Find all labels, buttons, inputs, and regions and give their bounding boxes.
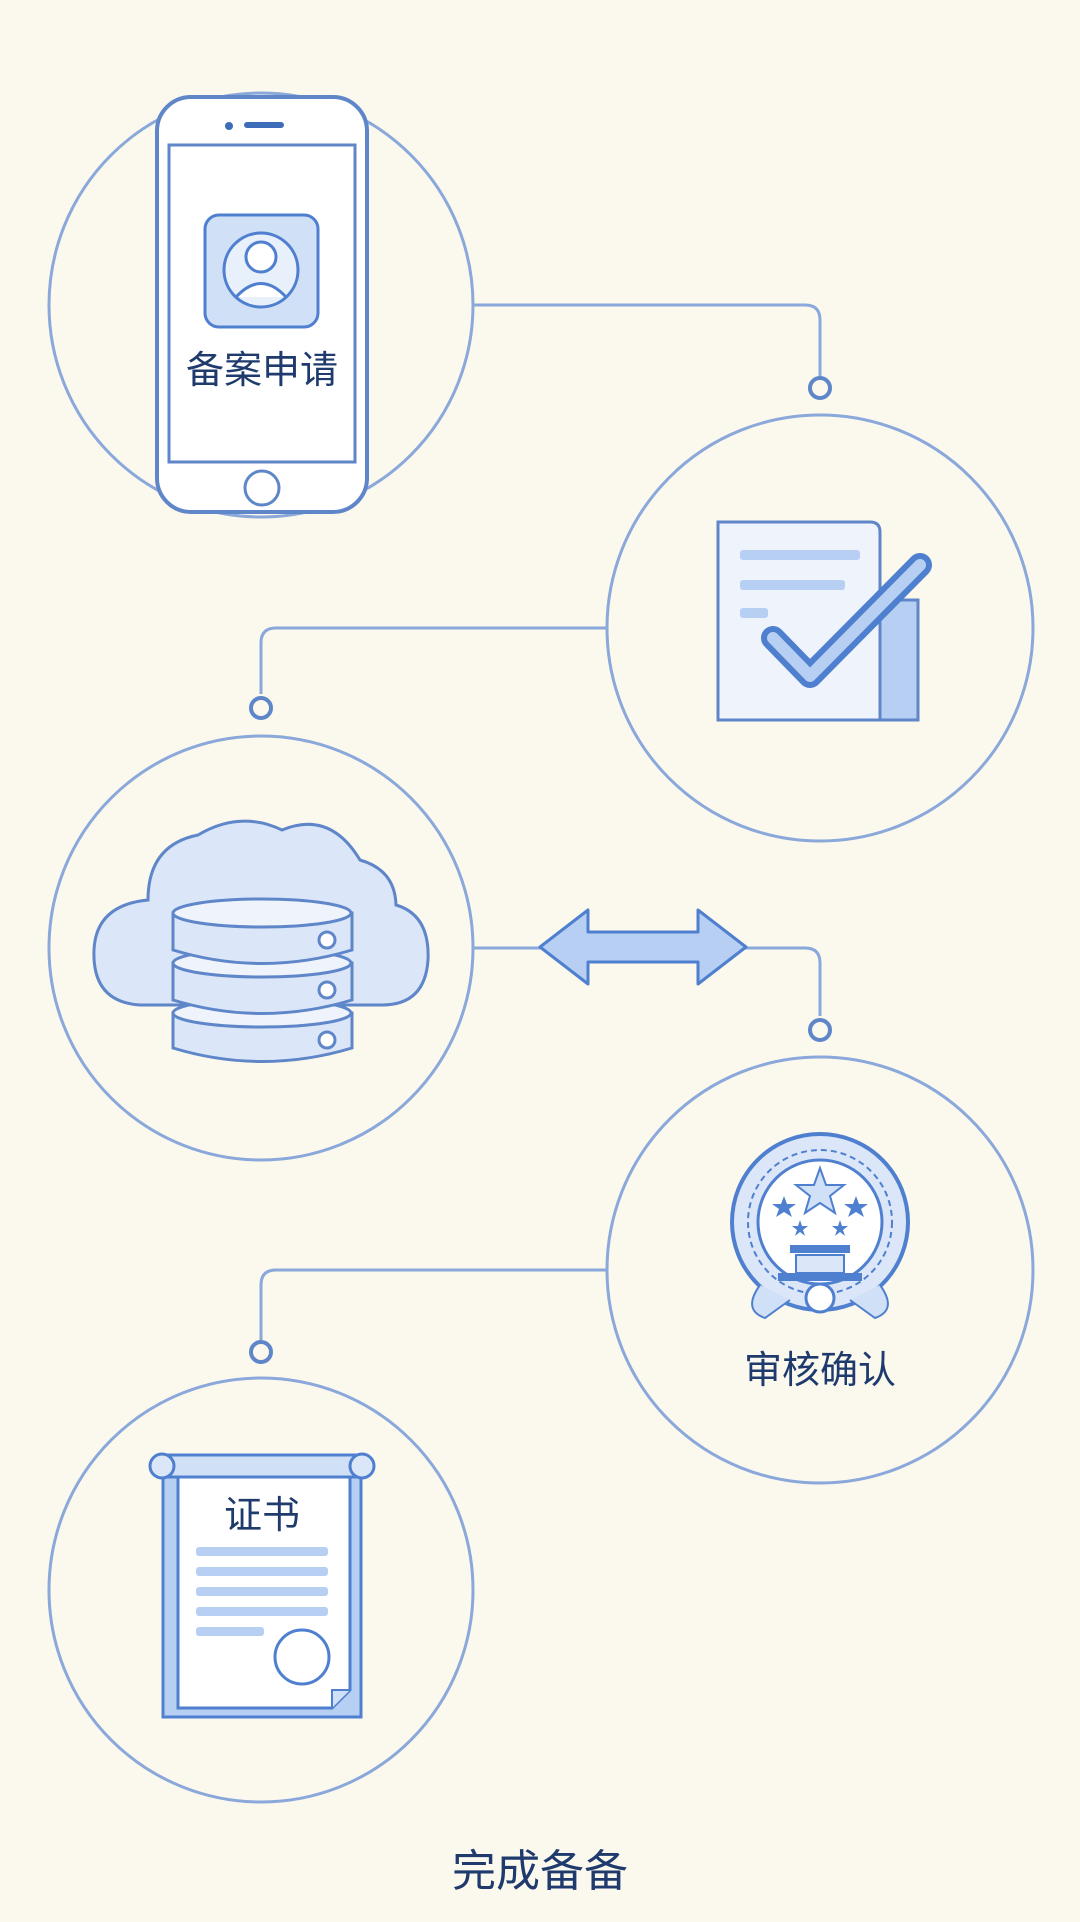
national-emblem-icon: 审核确认 [730, 1132, 910, 1392]
connector-node [249, 1340, 273, 1364]
connector-node [808, 376, 832, 400]
phone-icon: 备案申请 [155, 95, 369, 514]
database-icon [171, 897, 354, 1063]
step-1-label: 备案申请 [186, 348, 338, 392]
seal-icon [273, 1628, 331, 1686]
cloud-database-icon [92, 819, 430, 1063]
certificate-icon: 证书 [148, 1452, 376, 1719]
connector-1-2 [473, 303, 822, 378]
user-avatar-icon [203, 213, 320, 329]
connector-node [249, 696, 273, 720]
step-circle-3 [47, 734, 475, 1162]
connector-4-5 [259, 1268, 607, 1340]
connectors [259, 303, 822, 1340]
connector-2-3 [259, 626, 607, 694]
step-4-label: 审核确认 [744, 1348, 896, 1392]
document-check-icon [716, 520, 932, 722]
connector-3-4 [473, 946, 822, 1016]
step-circle-1 [47, 91, 475, 519]
footer-title: 完成备备 [452, 1846, 628, 1897]
connector-node [808, 1018, 832, 1042]
double-arrow-icon [538, 908, 748, 986]
step-circle-5 [47, 1376, 475, 1804]
step-circle-4 [605, 1055, 1035, 1485]
step-circle-2 [605, 413, 1035, 843]
certificate-title: 证书 [224, 1493, 300, 1537]
